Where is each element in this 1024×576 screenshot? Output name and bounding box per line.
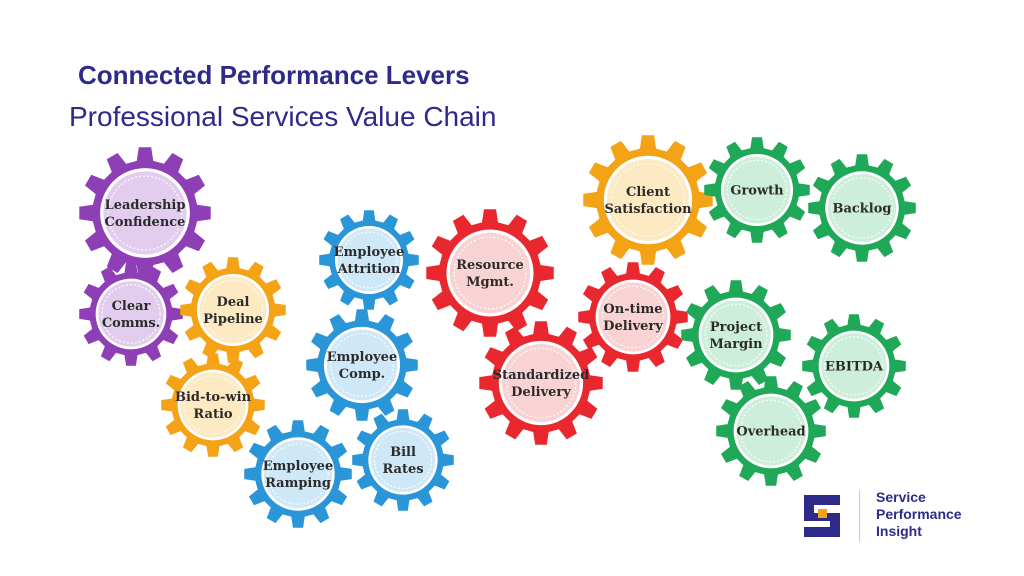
gear-inner [501,343,581,423]
gear-label-bid-to-win-ratio-line-2: Ratio [193,407,232,422]
gear-label-on-time-delivery-line-1: On-time [603,302,662,317]
gear-label-employee-ramping-line-1: Employee [263,459,333,474]
gear-label-deal-pipeline-line-2: Pipeline [203,312,263,327]
gear-label-resource-mgmt-line-2: Mgmt. [466,275,514,290]
gear-dashed-ring [340,231,398,289]
gear-inner [607,159,689,241]
gear-label-standardized-delivery-line-1: Standardized [493,368,589,383]
gear-label-on-time-delivery-line-2: Delivery [603,319,663,334]
gear-label-bid-to-win-ratio-line-1: Bid-to-win [175,390,252,405]
gear-label-clear-comms-line-2: Comms. [102,316,160,331]
brand-accent-square [818,509,827,518]
gear-inner [736,396,806,466]
gear-growth: Growth [704,137,810,243]
gear-label-client-satisfaction-line-1: Client [626,185,670,200]
gear-label-clear-comms-line-1: Clear [112,299,151,314]
gear-label-resource-mgmt-line-1: Resource [456,258,524,273]
gear-dashed-ring [202,279,264,341]
gear-inner [449,232,531,314]
brand-line-1: Service [876,489,926,505]
gear-label-growth-line-1: Growth [730,184,784,199]
gear-dashed-ring [739,399,803,463]
gear-label-ebitda-line-1: EBITDA [825,360,884,375]
gear-dashed-ring [831,177,893,239]
gear-ebitda: EBITDA [802,314,906,418]
gear-label-client-satisfaction-line-2: Satisfaction [604,202,692,217]
gear-label-project-margin-line-2: Margin [709,337,763,352]
brand-logo-icon [804,495,840,537]
gear-dashed-ring [453,236,527,310]
gear-inner [723,156,791,224]
gear-label-overhead-line-1: Overhead [736,425,805,440]
gear-dashed-ring [505,347,577,419]
gear-dashed-ring [610,163,685,238]
gear-dashed-ring [726,159,788,221]
gear-inner [180,372,246,438]
gear-overhead: Overhead [716,376,826,486]
gear-label-employee-ramping-line-2: Ramping [265,476,331,491]
gear-inner [98,281,164,347]
gear-inner [337,228,401,292]
gear-inner [370,427,436,493]
gear-label-employee-comp-line-1: Employee [327,350,397,365]
page-subtitle: Professional Services Value Chain [69,101,497,132]
gear-label-employee-attrition-line-1: Employee [334,245,404,260]
gear-label-backlog-line-1: Backlog [832,202,891,217]
page-title: Connected Performance Levers [78,60,470,90]
gear-backlog: Backlog [808,154,916,262]
gear-label-project-margin-line-1: Project [710,320,762,335]
brand-divider [859,490,860,542]
gear-dashed-ring [101,284,161,344]
gear-label-deal-pipeline-line-1: Deal [217,295,250,310]
gear-inner [821,333,887,399]
gear-inner [326,329,398,401]
brand-line-2: Performance [876,506,962,522]
gear-inner [103,171,187,255]
gear-label-leadership-confidence-line-1: Leadership [105,198,186,213]
gear-inner [598,282,668,352]
gear-label-employee-comp-line-2: Comp. [339,367,385,382]
gear-label-bill-rates-line-2: Rates [382,462,423,477]
gear-label-bill-rates-line-1: Bill [390,445,416,460]
brand-line-3: Insight [876,523,922,539]
gear-dashed-ring [330,333,394,397]
gear-dashed-ring [704,303,768,367]
gear-inner [199,276,267,344]
gear-dashed-ring [183,375,243,435]
gear-label-leadership-confidence-line-2: Confidence [105,215,186,230]
gear-dashed-ring [373,430,433,490]
gear-dashed-ring [107,175,183,251]
gear-inner [827,173,897,243]
gear-dashed-ring [824,336,884,396]
gear-dashed-ring [267,443,329,505]
gear-label-employee-attrition-line-2: Attrition [337,262,401,277]
gear-label-standardized-delivery-line-2: Delivery [511,385,571,400]
gear-inner [701,300,771,370]
brand-name: Service Performance Insight [876,489,962,540]
gear-dashed-ring [601,285,665,349]
gear-inner [263,439,333,509]
